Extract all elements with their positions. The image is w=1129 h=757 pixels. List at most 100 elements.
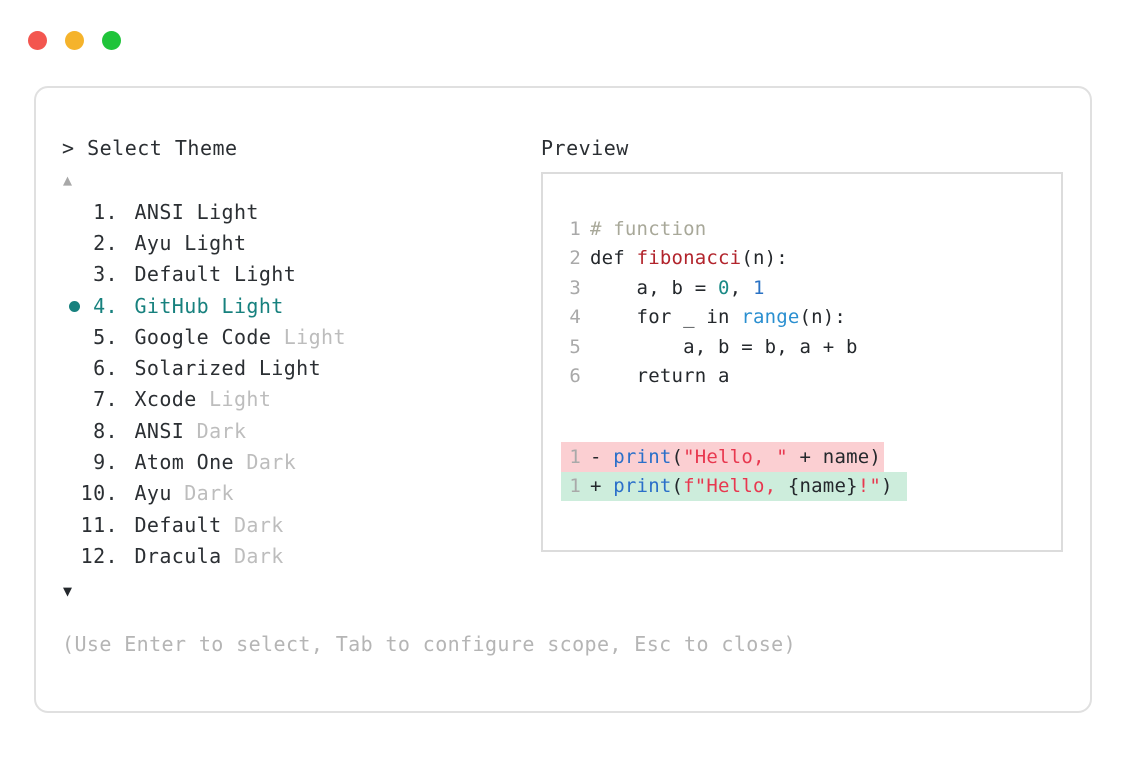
code-line: 5 a, b = b, a + b (561, 332, 1057, 362)
theme-item-number: 11. (80, 512, 118, 537)
theme-item-number: 1. (93, 199, 118, 224)
diff-line-content: 1- print("Hello, " + name) (561, 442, 885, 472)
theme-list-item[interactable]: 12. Dracula Dark (62, 540, 502, 571)
theme-item-number: 3. (93, 262, 118, 287)
code-text: # function (590, 218, 706, 240)
code-text: for _ in range(n): (590, 306, 846, 328)
code-token: a, b = (590, 276, 719, 299)
theme-list-item[interactable]: 6. Solarized Light (62, 352, 502, 383)
line-number: 6 (569, 365, 581, 388)
selection-bullet-icon (69, 300, 80, 312)
scroll-down-icon[interactable]: ▼ (63, 582, 73, 600)
close-dot[interactable] (28, 31, 47, 50)
theme-list-item[interactable]: 10. Ayu Dark (62, 478, 502, 509)
theme-list-item[interactable]: 4. GitHub Light (62, 290, 502, 321)
code-text: a, b = 0, 1 (590, 277, 765, 299)
code-text: a, b = b, a + b (590, 336, 858, 358)
theme-picker-card: > Select Theme Preview ▲ ▼ 1. ANSI Light… (34, 86, 1092, 713)
code-token: {name} (787, 475, 858, 498)
theme-list-item[interactable]: 5. Google Code Light (62, 321, 502, 352)
theme-item-variant: Dark (233, 450, 297, 475)
maximize-dot[interactable] (102, 31, 121, 50)
code-token: ) (881, 475, 893, 498)
theme-item-name: Ayu (122, 230, 172, 255)
code-token: , (729, 276, 753, 299)
code-token: + name) (787, 445, 882, 468)
code-line: 4 for _ in range(n): (561, 303, 1057, 333)
code-token: f"Hello, (683, 475, 788, 498)
diff-block: 1- print("Hello, " + name)1+ print(f"Hel… (543, 442, 1061, 501)
line-number: 4 (569, 306, 581, 329)
theme-item-variant: Dark (221, 543, 284, 568)
code-token: !" (857, 475, 882, 498)
theme-list-item[interactable]: 9. Atom One Dark (62, 446, 502, 477)
diff-line-content: 1+ print(f"Hello, {name}!") (561, 471, 907, 501)
theme-item-name: Default (122, 262, 222, 287)
diff-line-removed: 1- print("Hello, " + name) (543, 442, 1061, 472)
diff-sign: + (590, 475, 614, 498)
line-number: 1 (569, 475, 581, 498)
scroll-up-icon[interactable]: ▲ (63, 171, 73, 189)
theme-item-variant: Light (196, 387, 272, 412)
theme-item-name: GitHub (122, 293, 210, 318)
theme-item-number: 7. (93, 387, 118, 412)
code-token: (n): (741, 247, 788, 270)
line-number: 5 (569, 335, 581, 358)
code-token: 1 (752, 276, 765, 299)
code-line: 3 a, b = 0, 1 (561, 273, 1057, 303)
select-theme-header: > Select Theme (62, 136, 238, 160)
theme-item-number: 10. (80, 481, 118, 506)
code-line: 1# function (561, 214, 1057, 244)
theme-item-number: 8. (93, 418, 118, 443)
theme-item-number: 12. (80, 543, 118, 568)
theme-item-variant: Dark (221, 512, 284, 537)
theme-item-variant: Light (209, 293, 284, 318)
theme-list-item[interactable]: 2. Ayu Light (62, 227, 502, 258)
code-token: print (613, 445, 672, 468)
theme-list-item[interactable]: 3. Default Light (62, 259, 502, 290)
keyboard-hint: (Use Enter to select, Tab to configure s… (62, 632, 797, 656)
theme-item-name: Xcode (122, 387, 197, 412)
theme-item-name: Solarized (122, 356, 247, 381)
code-token: 0 (718, 276, 730, 299)
theme-item-variant: Light (184, 199, 259, 224)
theme-item-name: Google Code (122, 324, 272, 349)
line-number: 2 (569, 247, 581, 270)
code-token: range (741, 306, 800, 329)
theme-item-name: Dracula (122, 543, 222, 568)
theme-item-variant: Light (271, 324, 346, 349)
diff-line-added: 1+ print(f"Hello, {name}!") (543, 471, 1061, 501)
code-token: # function (590, 217, 707, 240)
theme-list-item[interactable]: 11. Default Dark (62, 509, 502, 540)
code-token: def (590, 247, 637, 270)
theme-item-variant: Light (221, 262, 297, 287)
page-title: Preview (541, 136, 629, 160)
code-token: a, b = b, a + b (590, 335, 858, 358)
diff-sign: - (590, 445, 614, 468)
theme-item-name: Ayu (122, 481, 172, 506)
theme-item-name: Atom One (122, 450, 234, 475)
code-text: def fibonacci(n): (590, 247, 788, 269)
line-number: 1 (569, 445, 581, 468)
line-number: 3 (569, 276, 581, 299)
theme-item-number: 5. (93, 324, 118, 349)
code-token: (n): (799, 306, 847, 329)
theme-item-number: 4. (93, 293, 118, 318)
theme-list-item[interactable]: 1. ANSI Light (62, 196, 502, 227)
code-token: return a (590, 365, 730, 388)
theme-item-variant: Dark (184, 418, 247, 443)
theme-item-number: 2. (93, 230, 118, 255)
theme-item-number: 6. (93, 356, 118, 381)
code-line: 2 def fibonacci(n): (561, 244, 1057, 274)
theme-item-name: Default (122, 512, 222, 537)
minimize-dot[interactable] (65, 31, 84, 50)
code-token: print (613, 475, 672, 498)
theme-list-item[interactable]: 7. Xcode Light (62, 384, 502, 415)
code-line: 6 return a (561, 362, 1057, 392)
theme-item-variant: Light (246, 356, 322, 381)
code-token: ( (671, 445, 684, 468)
code-token: for _ in (590, 306, 742, 329)
theme-list-item[interactable]: 8. ANSI Dark (62, 415, 502, 446)
